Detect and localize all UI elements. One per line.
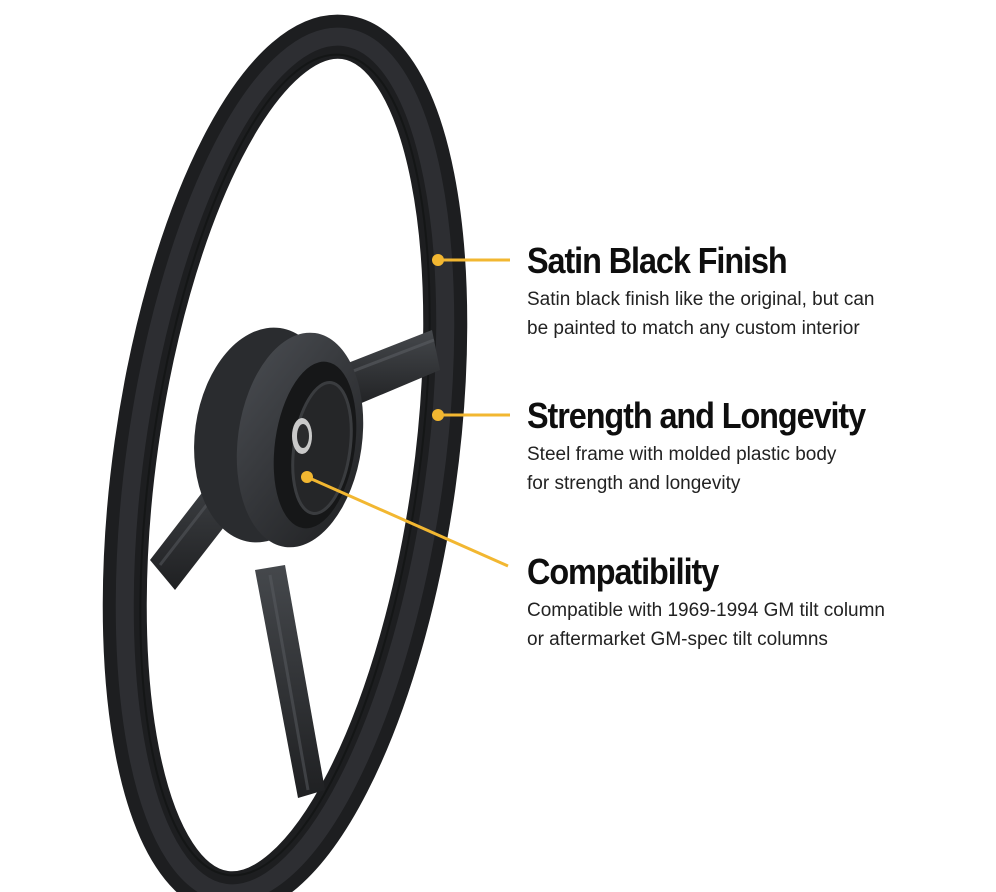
feature-compatibility: Compatibility Compatible with 1969-1994 … — [527, 552, 885, 654]
feature-title: Compatibility — [527, 551, 719, 592]
wheel-rim — [102, 14, 468, 892]
feature-description: Satin black finish like the original, bu… — [527, 285, 874, 343]
description-line: Satin black finish like the original, bu… — [527, 289, 875, 310]
description-line: or aftermarket GM-spec tilt columns — [527, 629, 828, 650]
wheel-hub — [194, 327, 364, 548]
description-line: Compatible with 1969-1994 GM tilt column — [527, 600, 886, 621]
callout-dot-strength-icon — [432, 409, 444, 421]
feature-title: Satin Black Finish — [527, 240, 788, 281]
feature-strength-longevity: Strength and Longevity Steel frame with … — [527, 396, 903, 498]
feature-title: Strength and Longevity — [527, 395, 866, 436]
description-line: for strength and longevity — [527, 473, 741, 494]
callout-line-compatibility — [306, 475, 509, 568]
description-line: Steel frame with molded plastic body — [527, 444, 837, 465]
callout-dot-compatibility-icon — [301, 471, 313, 483]
feature-description: Compatible with 1969-1994 GM tilt column… — [527, 596, 885, 654]
feature-satin-black-finish: Satin Black Finish Satin black finish li… — [527, 241, 874, 343]
feature-description: Steel frame with molded plastic body for… — [527, 440, 903, 498]
description-line: be painted to match any custom interior — [527, 318, 860, 339]
callout-lines — [301, 254, 510, 568]
callout-dot-finish-icon — [432, 254, 444, 266]
